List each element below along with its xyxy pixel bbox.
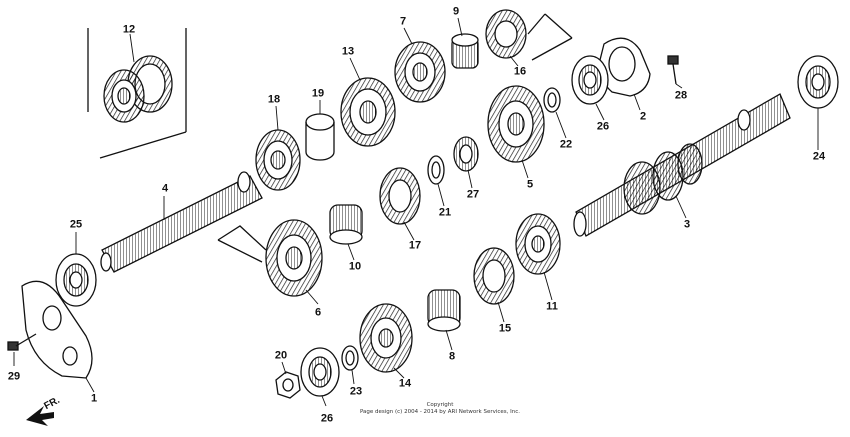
gear-18 <box>255 129 301 191</box>
callout-26-top: 26 <box>596 120 610 133</box>
mainshaft-4 <box>100 171 263 273</box>
gear-7 <box>394 41 446 103</box>
gear-13 <box>340 77 396 147</box>
bearing-24 <box>797 55 839 109</box>
washer-23 <box>341 345 359 371</box>
callout-21: 21 <box>438 206 452 219</box>
needle-bearing-27 <box>453 136 479 172</box>
bearing-25 <box>55 253 97 307</box>
callout-2: 2 <box>639 110 647 123</box>
callout-25: 25 <box>69 218 83 231</box>
callout-14: 14 <box>398 377 412 390</box>
gear-5 <box>487 85 545 163</box>
callout-16: 16 <box>513 65 527 78</box>
callout-22: 22 <box>559 138 573 151</box>
bushing-19 <box>305 113 335 161</box>
callout-24: 24 <box>812 150 826 163</box>
countershaft-3 <box>573 93 791 237</box>
callout-3: 3 <box>683 218 691 231</box>
sleeve-16 <box>485 9 573 61</box>
sleeve-15 <box>473 247 515 305</box>
gear-6 <box>265 219 323 297</box>
callout-9: 9 <box>452 5 460 18</box>
bearing-26-bottom <box>300 347 340 397</box>
callout-5: 5 <box>526 178 534 191</box>
callout-18: 18 <box>267 93 281 106</box>
callout-10: 10 <box>348 260 362 273</box>
collar-8 <box>427 289 461 332</box>
copyright-line-1: Copyright <box>426 402 454 408</box>
callout-28: 28 <box>674 89 688 102</box>
callout-23: 23 <box>349 385 363 398</box>
callout-13: 13 <box>341 45 355 58</box>
sleeve-17 <box>379 167 421 225</box>
washer-22 <box>543 87 561 113</box>
callout-11: 11 <box>546 300 558 313</box>
callout-7: 7 <box>399 15 407 28</box>
gear-11 <box>515 213 561 275</box>
callout-29: 29 <box>7 370 21 383</box>
washer-21 <box>427 155 445 185</box>
collar-10 <box>329 204 363 245</box>
bolt-28 <box>667 55 679 85</box>
cover-plate-2 <box>599 37 651 97</box>
case-cover-1 <box>21 280 93 379</box>
callout-15: 15 <box>498 322 512 335</box>
callout-12: 12 <box>122 23 136 36</box>
callout-6: 6 <box>314 306 322 319</box>
collar-9 <box>451 33 479 69</box>
callout-4: 4 <box>161 182 169 195</box>
nut-20 <box>275 371 301 399</box>
callout-17: 17 <box>408 239 422 252</box>
front-direction-arrow <box>26 406 54 426</box>
gear-14 <box>359 303 413 373</box>
gear-12 <box>103 55 173 123</box>
callout-1: 1 <box>90 392 98 405</box>
callout-20: 20 <box>274 349 288 362</box>
callout-19: 19 <box>311 87 325 100</box>
copyright-line-2: Page design (c) 2004 - 2014 by ARI Netwo… <box>359 409 521 415</box>
callout-8: 8 <box>448 350 456 363</box>
callout-26-bottom: 26 <box>320 412 334 425</box>
callout-27: 27 <box>466 188 480 201</box>
bearing-26-top <box>571 55 609 105</box>
bolt-29 <box>7 333 37 351</box>
